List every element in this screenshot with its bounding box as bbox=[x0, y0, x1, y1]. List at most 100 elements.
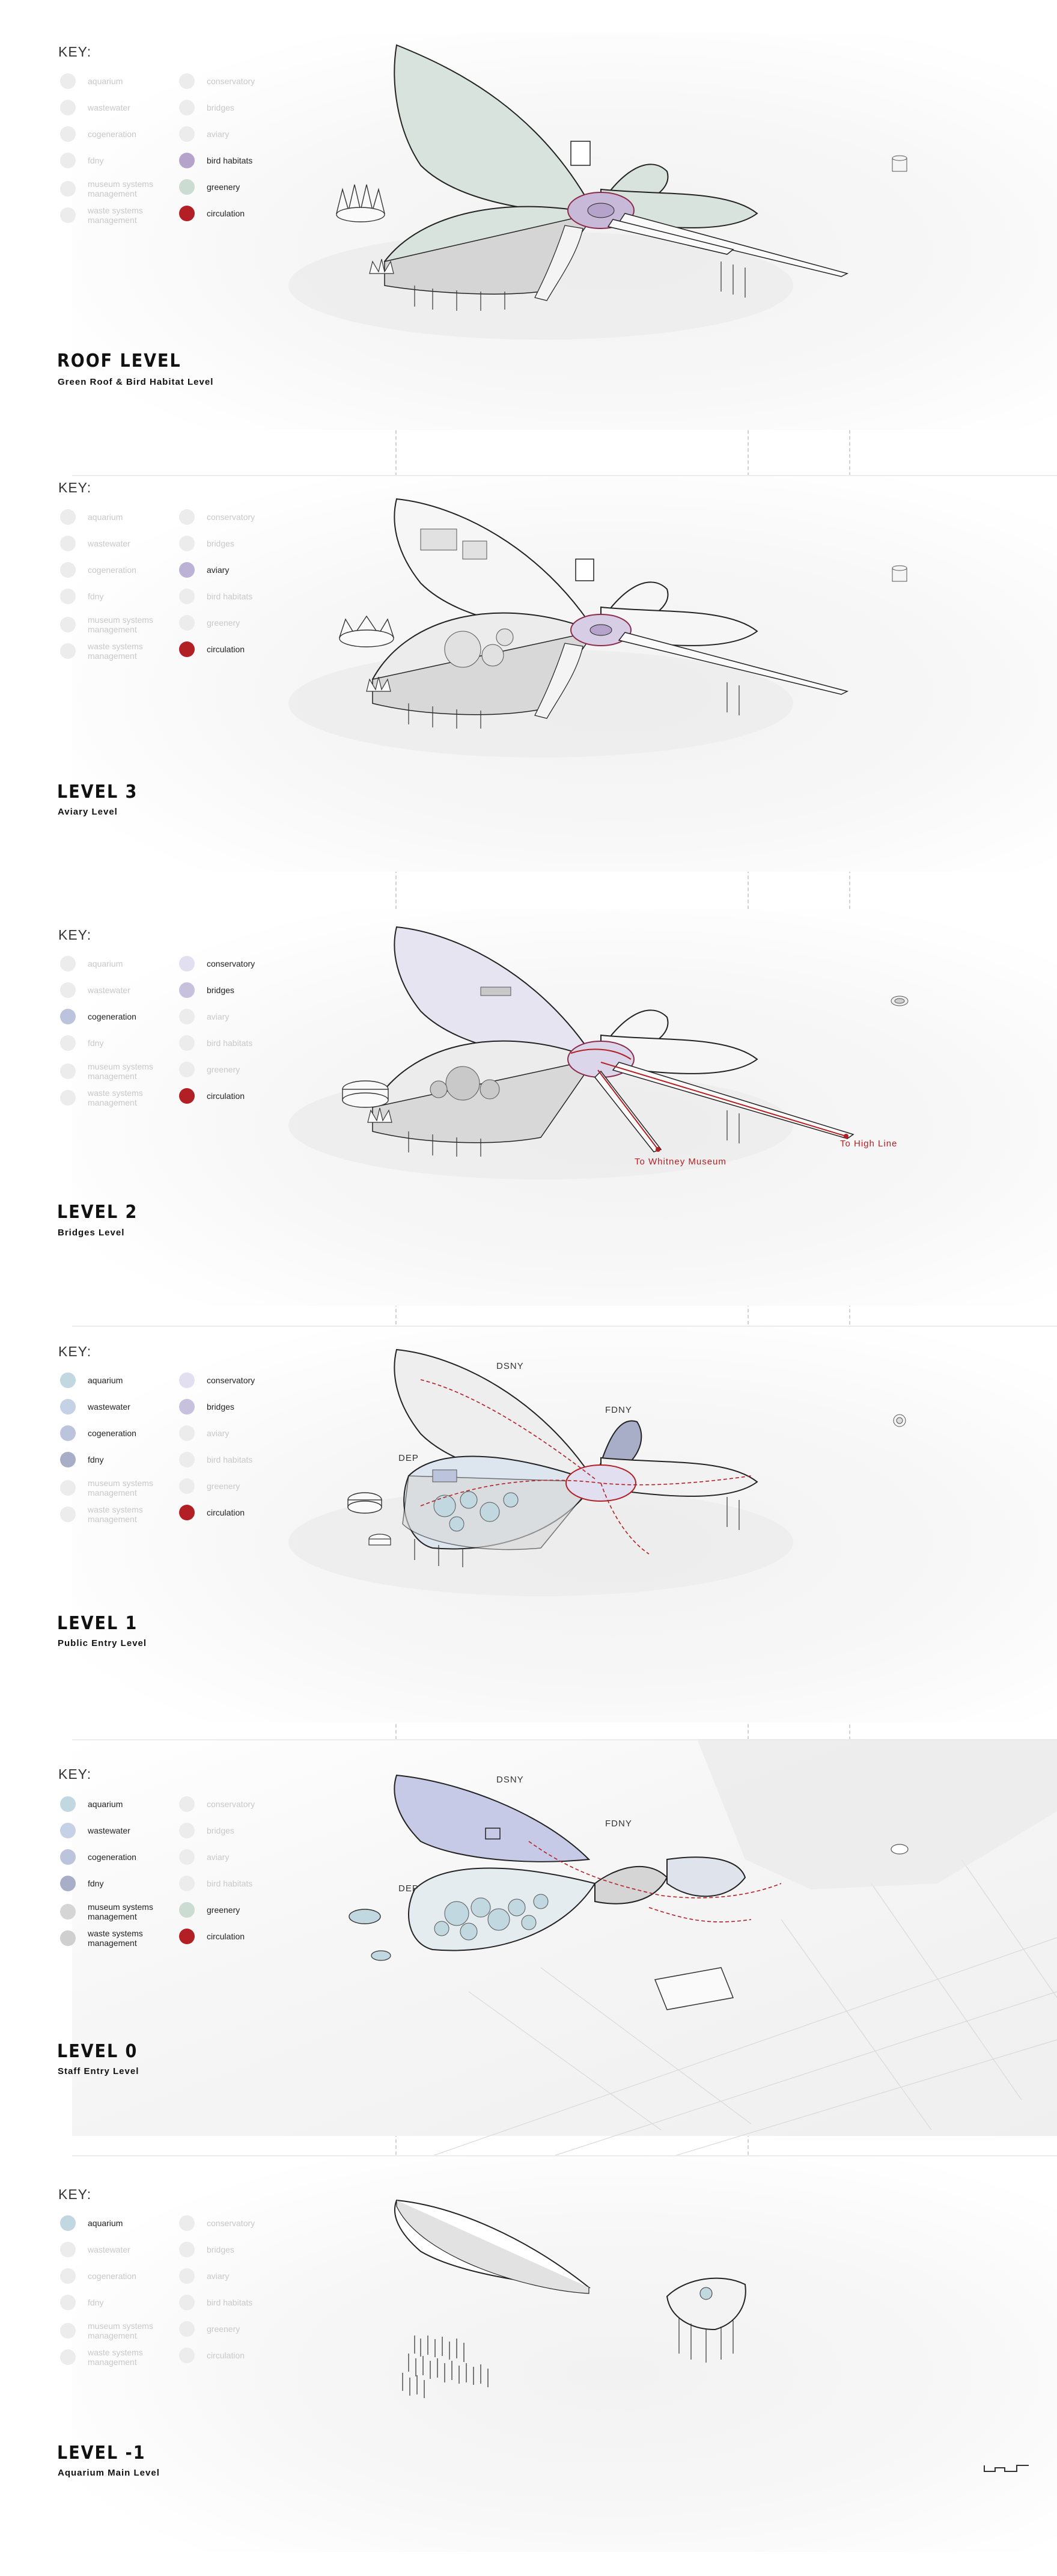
key-item-bird-habitats: bird habitats bbox=[179, 589, 291, 604]
key-label: cogeneration bbox=[88, 1012, 136, 1021]
key-title: KEY: bbox=[58, 2186, 92, 2202]
key-item-waste: waste systems management bbox=[60, 641, 172, 661]
key-item-aquarium: aquarium bbox=[60, 1796, 172, 1812]
key-item-cogeneration: cogeneration bbox=[60, 1849, 172, 1865]
key-swatch bbox=[179, 153, 195, 168]
panel-shadow bbox=[72, 2155, 1057, 2552]
level-subtitle: Staff Entry Level bbox=[58, 2066, 139, 2076]
key-item-wastewater: wastewater bbox=[60, 100, 172, 115]
key-swatch bbox=[179, 100, 195, 115]
key-swatch bbox=[60, 1009, 76, 1024]
key-item-greenery: greenery bbox=[179, 2321, 291, 2337]
key-item-conservatory: conservatory bbox=[179, 1372, 291, 1388]
panel-edge bbox=[72, 475, 1057, 476]
key-label: bridges bbox=[207, 2245, 234, 2254]
key-item-aquarium: aquarium bbox=[60, 956, 172, 971]
key-label: wastewater bbox=[88, 1826, 130, 1835]
key-label: bridges bbox=[207, 103, 234, 112]
key-swatch bbox=[60, 2268, 76, 2284]
key-swatch bbox=[60, 100, 76, 115]
key-item-circulation: circulation bbox=[179, 641, 291, 657]
roof-plan-drawing bbox=[288, 44, 907, 340]
key-swatch bbox=[60, 2215, 76, 2231]
key-swatch bbox=[60, 1796, 76, 1812]
key-title: KEY: bbox=[58, 1344, 92, 1359]
key-label: museum systems management bbox=[88, 1478, 153, 1498]
key-label: conservatory bbox=[207, 1375, 255, 1385]
key-item-cogeneration: cogeneration bbox=[60, 1009, 172, 1024]
key-swatch bbox=[179, 1062, 195, 1077]
level-subtitle: Green Roof & Bird Habitat Level bbox=[58, 377, 214, 387]
key-item-circulation: circulation bbox=[179, 206, 291, 221]
key-swatch bbox=[60, 617, 76, 632]
key-swatch bbox=[179, 206, 195, 221]
panel-edge bbox=[72, 1739, 1057, 1740]
key-swatch bbox=[179, 1505, 195, 1520]
key-label: waste systems management bbox=[88, 1929, 143, 1948]
key-label: waste systems management bbox=[88, 1505, 143, 1524]
key-label: bird habitats bbox=[207, 2298, 253, 2307]
key-label: aviary bbox=[207, 129, 230, 139]
key-label: bridges bbox=[207, 1402, 234, 1412]
key-label: aquarium bbox=[88, 959, 123, 968]
key-item-bridges: bridges bbox=[179, 100, 291, 115]
key-item-wastewater: wastewater bbox=[60, 2242, 172, 2257]
key-swatch bbox=[179, 1478, 195, 1494]
key-item-bridges: bridges bbox=[179, 1399, 291, 1415]
key-item-waste: waste systems management bbox=[60, 1505, 172, 1524]
key-swatch bbox=[179, 509, 195, 525]
key-item-cogeneration: cogeneration bbox=[60, 126, 172, 142]
key-item-bird-habitats: bird habitats bbox=[179, 1876, 291, 1891]
key-item-waste: waste systems management bbox=[60, 2348, 172, 2367]
key-swatch bbox=[179, 1399, 195, 1415]
key-label: fdny bbox=[88, 156, 104, 165]
key-swatch bbox=[60, 1930, 76, 1946]
key-item-greenery: greenery bbox=[179, 1478, 291, 1494]
key-item-museum: museum systems management bbox=[60, 615, 172, 634]
key-title: KEY: bbox=[58, 1766, 92, 1782]
key-swatch bbox=[179, 1452, 195, 1467]
key-swatch bbox=[60, 207, 76, 223]
key-item-aquarium: aquarium bbox=[60, 73, 172, 89]
key-label: waste systems management bbox=[88, 206, 143, 225]
key-item-aquarium: aquarium bbox=[60, 509, 172, 525]
key-label: greenery bbox=[207, 2324, 240, 2334]
annotation-to-whitney: To Whitney Museum bbox=[635, 1157, 726, 1167]
key-swatch bbox=[60, 1399, 76, 1415]
key-swatch bbox=[179, 562, 195, 578]
key-swatch bbox=[179, 615, 195, 631]
key-item-wastewater: wastewater bbox=[60, 1399, 172, 1415]
key-label: bridges bbox=[207, 1826, 234, 1835]
key-label: greenery bbox=[207, 618, 240, 628]
key-item-cogeneration: cogeneration bbox=[60, 2268, 172, 2284]
key-swatch bbox=[179, 982, 195, 998]
key-swatch bbox=[60, 643, 76, 659]
panel-edge bbox=[72, 1326, 1057, 1327]
annotation-fdny: FDNY bbox=[605, 1405, 632, 1415]
level-subtitle: Bridges Level bbox=[58, 1228, 125, 1238]
key-item-fdny: fdny bbox=[60, 1876, 172, 1891]
key-swatch bbox=[60, 2349, 76, 2365]
key-label: wastewater bbox=[88, 539, 130, 548]
key-label: circulation bbox=[207, 2351, 245, 2360]
key-swatch bbox=[179, 2295, 195, 2310]
key-label: wastewater bbox=[88, 2245, 130, 2254]
key-swatch bbox=[60, 956, 76, 971]
key-item-museum: museum systems management bbox=[60, 1062, 172, 1081]
key-item-conservatory: conservatory bbox=[179, 2215, 291, 2231]
key-swatch bbox=[60, 1507, 76, 1522]
key-label: conservatory bbox=[207, 512, 255, 522]
key-label: cogeneration bbox=[88, 2271, 136, 2281]
key-label: wastewater bbox=[88, 1402, 130, 1412]
key-label: fdny bbox=[88, 1455, 104, 1464]
key-label: conservatory bbox=[207, 2218, 255, 2228]
key-swatch bbox=[60, 1480, 76, 1496]
key-item-waste: waste systems management bbox=[60, 1929, 172, 1948]
logo-mark bbox=[984, 2465, 1029, 2472]
key-swatch bbox=[179, 1009, 195, 1024]
key-item-greenery: greenery bbox=[179, 179, 291, 195]
key-swatch bbox=[179, 2348, 195, 2363]
key-swatch bbox=[179, 536, 195, 551]
